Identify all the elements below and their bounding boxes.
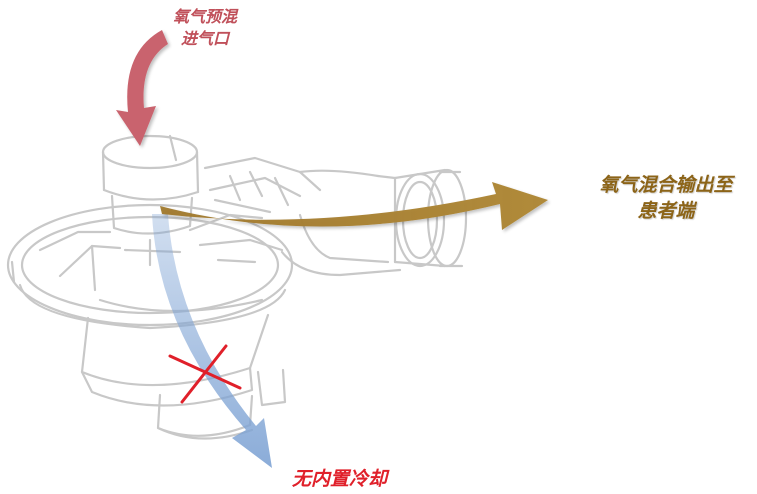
red-x-mark [168,344,242,404]
outlet-flow-arrow [160,182,548,230]
inlet-flow-arrow [116,30,168,146]
outlet-label: 氧气混合输出至 患者端 [566,172,757,224]
cooling-label: 无内置冷却 [292,468,388,490]
inlet-label-line-2: 进气口 [180,29,229,48]
outlet-label-line-2: 患者端 [637,200,695,222]
cooling-flow-arrow [152,214,272,468]
inlet-label-line-1: 氧气预混 [172,7,237,26]
outlet-label-line-1: 氧气混合输出至 [599,174,733,196]
inlet-label: 氧气预混 进气口 [140,6,270,50]
